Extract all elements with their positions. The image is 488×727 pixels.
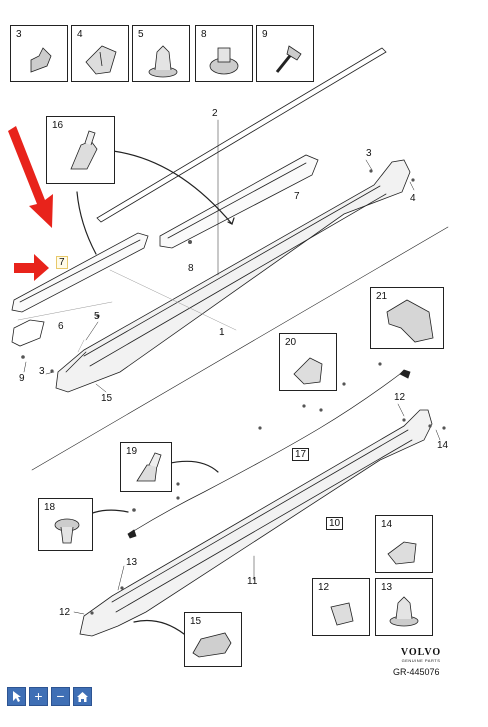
cable-part-17 (131, 373, 401, 533)
part-box-15-label: 15 (190, 616, 202, 627)
sill-panel-part-1 (55, 159, 411, 393)
callout-14: 14 (437, 440, 449, 451)
red-arrows (8, 126, 53, 281)
callout-3-lower: 3 (39, 366, 45, 377)
arrow-16b (76, 191, 97, 255)
lower-trim-part-7 (11, 232, 149, 313)
boxed-part-17[interactable]: 17 (292, 448, 310, 461)
callout-9: 9 (19, 373, 25, 384)
part-box-9-label: 9 (262, 29, 268, 40)
select-pointer-icon[interactable] (7, 687, 26, 706)
arrow-15 (133, 619, 185, 635)
part-box-21-label: 21 (376, 291, 388, 302)
red-arrow-down (8, 126, 53, 228)
diagram-reference: GR-445076 (393, 667, 440, 677)
red-arrow-right (14, 254, 49, 281)
callout-6: 6 (58, 321, 64, 332)
callout-4-top: 4 (410, 193, 416, 204)
part-box-9[interactable]: 9 (256, 25, 314, 82)
rivet-clip-icon (389, 596, 419, 627)
viewer-toolbar: + − (7, 687, 92, 706)
part-box-4[interactable]: 4 (71, 25, 129, 82)
part-box-21[interactable]: 21 (370, 287, 444, 349)
part-box-4-label: 4 (77, 29, 83, 40)
bracket-part-6 (11, 319, 45, 347)
callout-11: 11 (247, 576, 258, 587)
callout-7-upper: 7 (294, 191, 300, 202)
zoom-out-button[interactable]: − (51, 687, 70, 706)
callout-3-top: 3 (366, 148, 372, 159)
part-box-14-label: 14 (381, 519, 393, 530)
part-box-12[interactable]: 12 (312, 578, 370, 636)
part-box-8-label: 8 (201, 29, 207, 40)
part-box-16[interactable]: 16 (46, 116, 115, 184)
part-box-18-label: 18 (44, 502, 56, 513)
callout-1: 1 (219, 327, 225, 338)
part-box-19-label: 19 (126, 446, 138, 457)
fir-tree-clip-icon (54, 518, 80, 544)
zoom-in-button[interactable]: + (29, 687, 48, 706)
part-box-13-label: 13 (381, 582, 393, 593)
metal-clip-icon (85, 45, 117, 75)
volvo-logo-text: VOLVO (400, 647, 442, 658)
plastic-rivet-icon (148, 45, 178, 78)
part-box-20[interactable]: 20 (279, 333, 337, 391)
part-box-13[interactable]: 13 (375, 578, 433, 636)
arrow-19 (165, 460, 219, 473)
part-box-20-label: 20 (285, 337, 297, 348)
part-box-12-label: 12 (318, 582, 330, 593)
section-divider (31, 226, 449, 471)
part-box-5-label: 5 (138, 29, 144, 40)
end-cap-icon (386, 299, 434, 343)
arrow-16 (112, 150, 233, 225)
callout-8: 8 (188, 263, 194, 274)
part-box-15[interactable]: 15 (184, 612, 242, 667)
part-box-3[interactable]: 3 (10, 25, 68, 82)
genuine-parts-text: GENUINE PARTS (401, 658, 441, 663)
strip-part-2 (96, 47, 387, 223)
callout-13: 13 (126, 557, 138, 568)
part-box-8[interactable]: 8 (195, 25, 253, 82)
sill-panel-part-11 (79, 409, 433, 637)
callout-15: 15 (101, 393, 113, 404)
part-box-19[interactable]: 19 (120, 442, 172, 492)
nut-clip-icon (209, 47, 239, 75)
screw-icon (275, 45, 302, 73)
part-box-18[interactable]: 18 (38, 498, 93, 551)
cable-clip-icon (136, 452, 162, 482)
callout-12-lower: 12 (59, 607, 71, 618)
push-clip-icon (30, 47, 52, 73)
bracket-clip-icon (387, 541, 417, 565)
part-box-3-label: 3 (16, 29, 22, 40)
volvo-brand-logo: VOLVO GENUINE PARTS (396, 647, 446, 663)
highlight-part-7[interactable]: 7 (56, 256, 68, 269)
callout-2: 2 (212, 108, 218, 119)
part-box-5[interactable]: 5 (132, 25, 190, 82)
boxed-part-10[interactable]: 10 (326, 517, 344, 530)
part-box-14[interactable]: 14 (375, 515, 433, 573)
expansion-clip-icon (70, 130, 98, 170)
square-clip-icon (330, 602, 354, 626)
trim-pad-icon (192, 632, 232, 658)
retainer-clip-icon (293, 357, 323, 385)
home-icon[interactable] (73, 687, 92, 706)
callout-5: 5 (94, 311, 100, 322)
callout-12-upper: 12 (394, 392, 406, 403)
part-box-16-label: 16 (52, 120, 64, 131)
